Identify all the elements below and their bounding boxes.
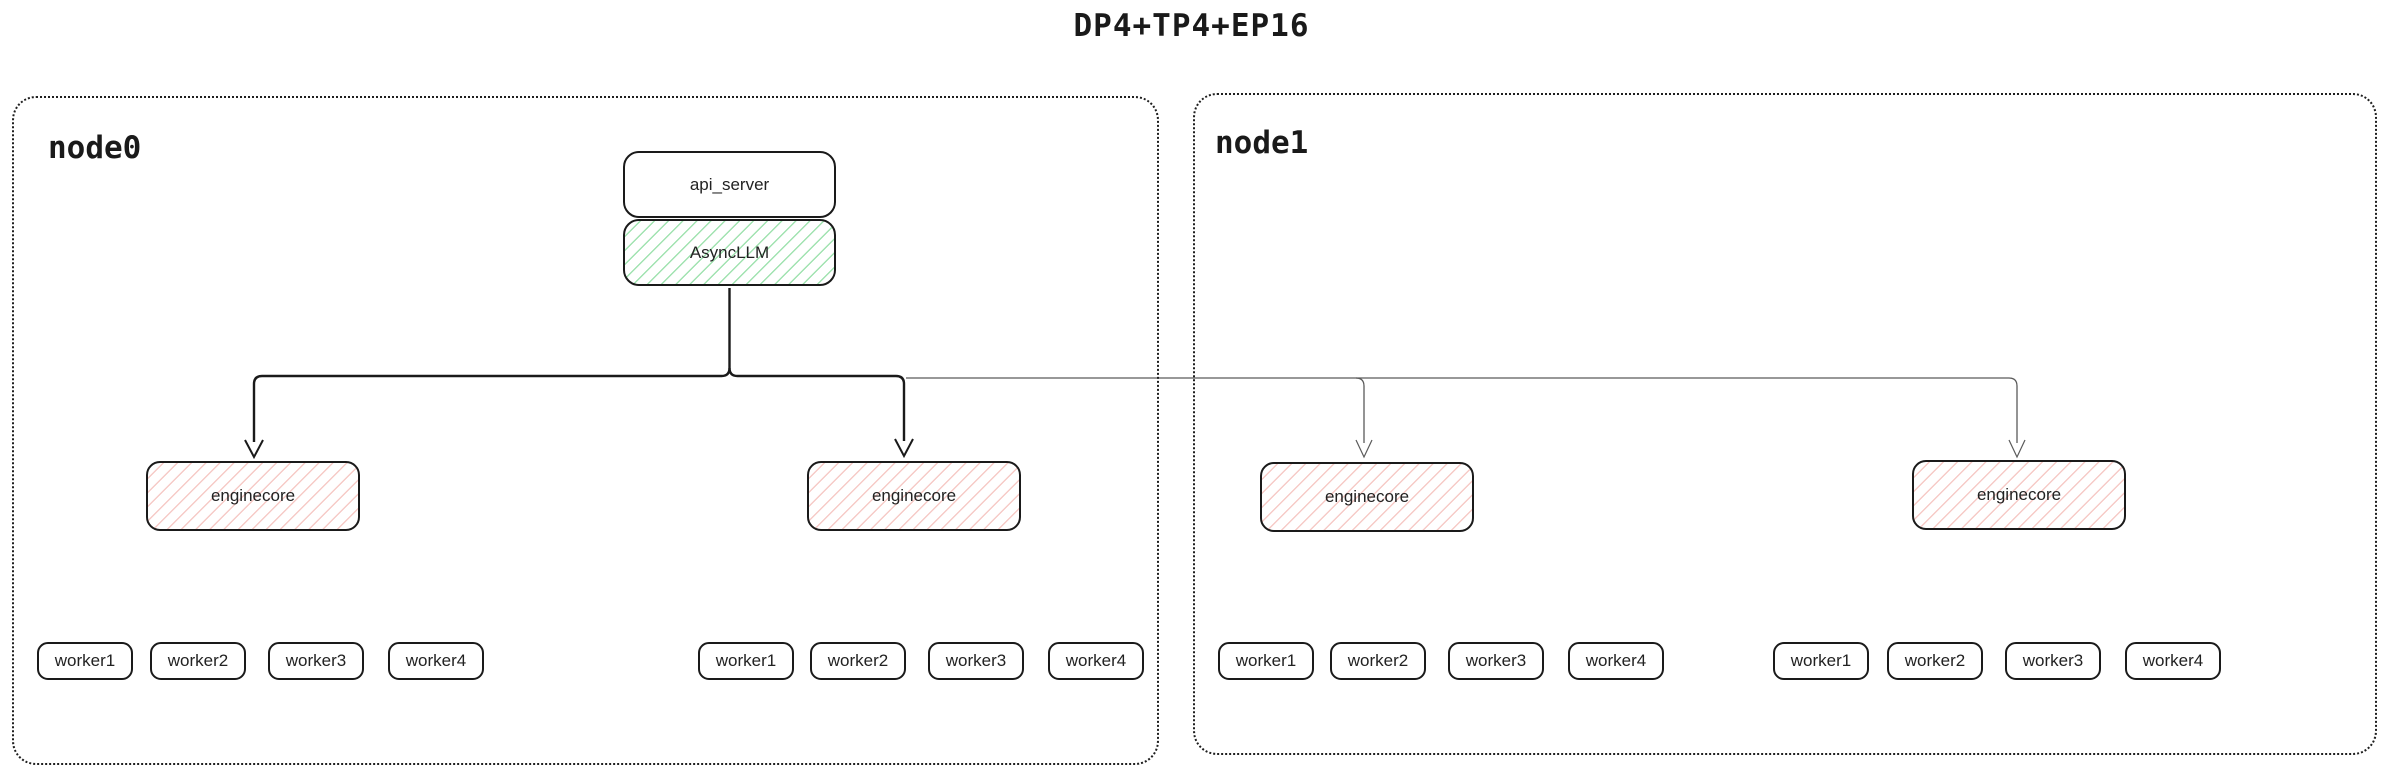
worker-box: worker4 xyxy=(388,642,484,680)
worker-label: worker3 xyxy=(1465,651,1527,670)
asyncllm-label: AsyncLLM xyxy=(689,242,770,262)
worker-label: worker4 xyxy=(2142,651,2204,670)
enginecore-box-3: enginecore xyxy=(1260,462,1474,532)
worker-box: worker1 xyxy=(1773,642,1869,680)
worker-label: worker2 xyxy=(827,651,889,670)
worker-label: worker2 xyxy=(1347,651,1409,670)
worker-label: worker3 xyxy=(945,651,1007,670)
worker-box: worker2 xyxy=(810,642,906,680)
worker-label: worker2 xyxy=(1904,651,1966,670)
node1-group: node1 xyxy=(1193,93,2377,755)
worker-box: worker4 xyxy=(1048,642,1144,680)
enginecore-label: enginecore xyxy=(1324,487,1410,506)
enginecore-label: enginecore xyxy=(1976,485,2062,504)
enginecore-box-1: enginecore xyxy=(146,461,360,531)
worker-box: worker1 xyxy=(1218,642,1314,680)
api-server-label: api_server xyxy=(689,174,770,194)
worker-box: worker1 xyxy=(698,642,794,680)
worker-box: worker4 xyxy=(1568,642,1664,680)
worker-box: worker3 xyxy=(268,642,364,680)
worker-label: worker4 xyxy=(1065,651,1127,670)
worker-label: worker3 xyxy=(285,651,347,670)
worker-box: worker2 xyxy=(1330,642,1426,680)
node0-group: node0 xyxy=(12,96,1159,765)
worker-box: worker3 xyxy=(928,642,1024,680)
worker-label: worker1 xyxy=(1790,651,1852,670)
node1-label: node1 xyxy=(1215,125,1309,161)
worker-box: worker4 xyxy=(2125,642,2221,680)
worker-box: worker3 xyxy=(2005,642,2101,680)
diagram-title: DP4+TP4+EP16 xyxy=(1073,8,1310,44)
worker-box: worker1 xyxy=(37,642,133,680)
worker-label: worker4 xyxy=(405,651,467,670)
enginecore-box-2: enginecore xyxy=(807,461,1021,531)
worker-label: worker2 xyxy=(167,651,229,670)
enginecore-label: enginecore xyxy=(210,486,296,505)
enginecore-label: enginecore xyxy=(871,486,957,505)
worker-label: worker1 xyxy=(54,651,116,670)
worker-label: worker4 xyxy=(1585,651,1647,670)
api-server-box: api_server xyxy=(623,151,836,218)
worker-box: worker2 xyxy=(150,642,246,680)
node0-label: node0 xyxy=(48,130,142,166)
worker-label: worker1 xyxy=(1235,651,1297,670)
enginecore-box-4: enginecore xyxy=(1912,460,2126,530)
worker-box: worker3 xyxy=(1448,642,1544,680)
worker-label: worker3 xyxy=(2022,651,2084,670)
worker-box: worker2 xyxy=(1887,642,1983,680)
asyncllm-box: AsyncLLM xyxy=(623,219,836,286)
worker-label: worker1 xyxy=(715,651,777,670)
